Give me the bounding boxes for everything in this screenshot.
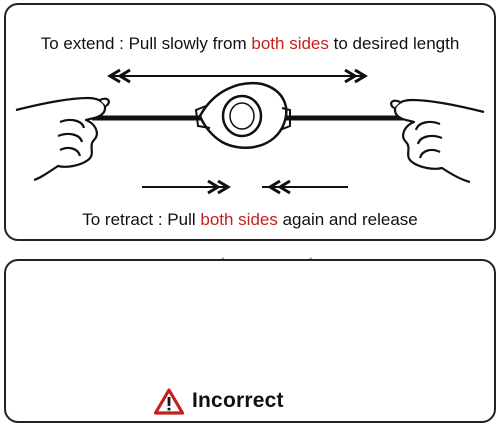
extend-double-arrow-icon [107, 68, 368, 84]
extend-text-end: to desired length [328, 34, 460, 53]
retract-text-end: again and release [277, 210, 418, 229]
retract-arrow-left-icon [142, 179, 231, 195]
retract-instruction: To retract : Pull both sides again and r… [0, 210, 500, 230]
instruction-panel-incorrect [4, 259, 496, 423]
tape-reel-icon [194, 81, 291, 149]
incorrect-label: Incorrect [192, 389, 284, 412]
warning-triangle-icon [154, 387, 184, 415]
right-hand-icon [390, 98, 485, 184]
extend-text-start: To extend : Pull slowly from [40, 34, 252, 53]
incorrect-warning: Incorrect [154, 386, 284, 416]
left-hand-icon [15, 96, 110, 182]
retract-text-start: To retract : Pull [82, 210, 201, 229]
extend-instruction: To extend : Pull slowly from both sides … [0, 34, 500, 54]
retract-arrow-right-icon [262, 179, 348, 195]
extend-text-highlight: both sides [251, 34, 329, 53]
retract-text-highlight: both sides [200, 210, 278, 229]
